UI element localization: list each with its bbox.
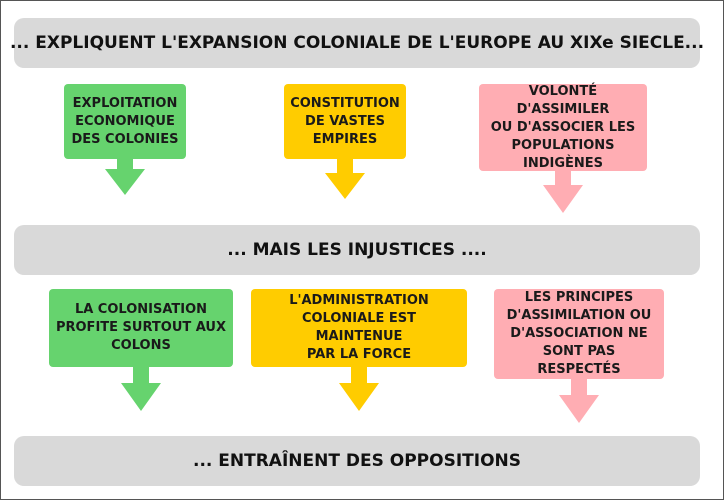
top-banner-text: ... EXPLIQUENT L'EXPANSION COLONIALE DE … [9,33,705,53]
cause-box-text: CONSTITUTION DE VASTES EMPIRES [290,95,400,147]
arrow-down-yellow-1 [325,151,365,199]
injustice-box-text: L'ADMINISTRATION COLONIALE EST MAINTENUE… [289,293,429,362]
cause-box-assimilation: VOLONTÉ D'ASSIMILER OU D'ASSOCIER LES PO… [479,84,647,171]
injustice-box-text: LES PRINCIPES D'ASSIMILATION OU D'ASSOCI… [506,290,652,377]
cause-box-exploitation: EXPLOITATION ECONOMIQUE DES COLONIES [64,84,186,159]
middle-banner-text: ... MAIS LES INJUSTICES .... [227,240,487,260]
top-banner: ... EXPLIQUENT L'EXPANSION COLONIALE DE … [10,18,704,68]
middle-banner: ... MAIS LES INJUSTICES .... [14,225,700,275]
cause-box-text: EXPLOITATION ECONOMIQUE DES COLONIES [71,95,179,147]
cause-box-text: VOLONTÉ D'ASSIMILER OU D'ASSOCIER LES PO… [490,83,636,171]
arrow-down-pink-2 [559,371,599,423]
bottom-banner: ... ENTRAÎNENT DES OPPOSITIONS [14,436,700,486]
injustice-box-force: L'ADMINISTRATION COLONIALE EST MAINTENUE… [251,289,467,367]
bottom-banner-text: ... ENTRAÎNENT DES OPPOSITIONS [192,451,521,471]
arrow-down-green-1 [105,151,145,195]
injustice-box-colons: LA COLONISATION PROFITE SURTOUT AUX COLO… [49,289,233,367]
arrow-down-green-2 [121,359,161,411]
injustice-box-text: LA COLONISATION PROFITE SURTOUT AUX COLO… [55,302,227,353]
arrow-down-pink-1 [543,163,583,213]
injustice-box-principes: LES PRINCIPES D'ASSIMILATION OU D'ASSOCI… [494,289,664,379]
arrow-down-yellow-2 [339,359,379,411]
cause-box-empires: CONSTITUTION DE VASTES EMPIRES [284,84,406,159]
